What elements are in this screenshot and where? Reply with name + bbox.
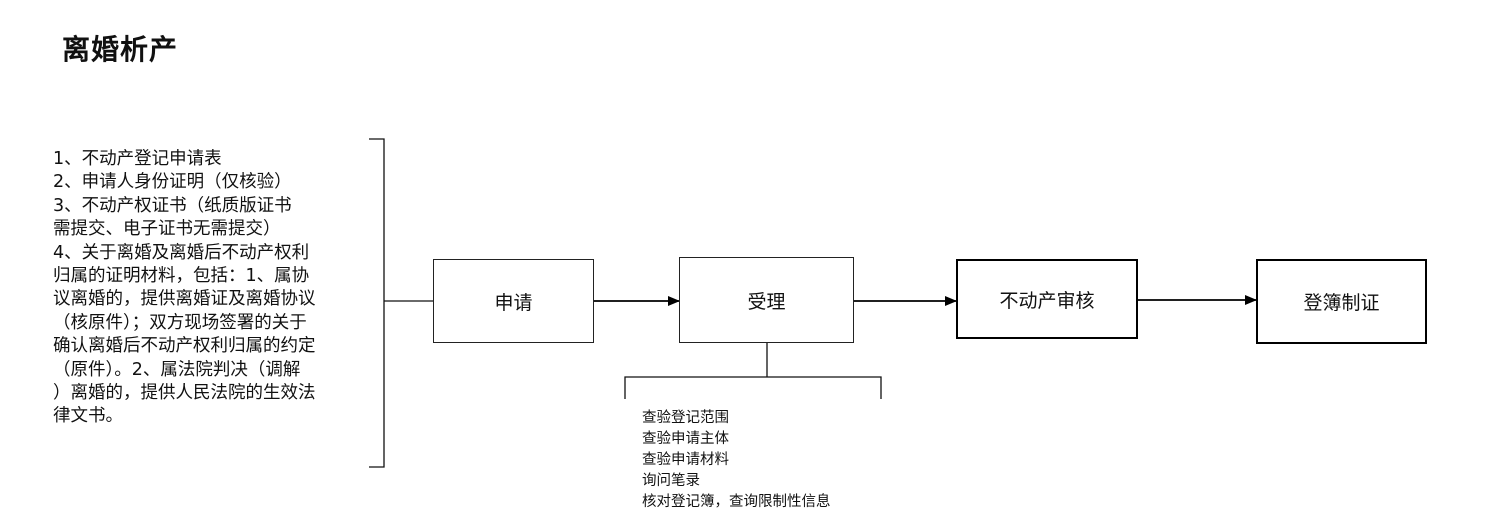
materials-line: 确认离婚后不动产权利归属的约定 (53, 336, 316, 357)
materials-brace (369, 138, 385, 468)
materials-line: （核原件）；双方现场签署的关于 (53, 312, 307, 333)
materials-line: 1、不动产登记申请表 (53, 149, 222, 169)
materials-line: ）离婚的，提供人民法院的生效法 (53, 383, 316, 404)
acceptance-checks-list: 查验登记范围 查验申请主体 查验申请材料 询问笔录 核对登记簿，查询限制性信息 (642, 408, 831, 513)
step-apply: 申请 (433, 259, 594, 343)
step-accept: 受理 (679, 257, 854, 343)
materials-line: 议离婚的，提供离婚证及离婚协议 (53, 289, 316, 310)
step-review: 不动产审核 (956, 259, 1138, 339)
materials-line: 3、不动产权证书（纸质版证书 (53, 195, 292, 216)
materials-line: 律文书。 (53, 406, 123, 427)
diagram-title: 离婚析产 (62, 33, 179, 66)
checks-line: 查验申请材料 (642, 452, 729, 468)
required-materials-list: 1、不动产登记申请表 2、申请人身份证明（仅核验） 3、不动产权证书（纸质版证书… (53, 148, 338, 429)
checks-bracket (624, 376, 882, 399)
materials-line: （原件）。2、属法院判决（调解 (53, 359, 301, 380)
materials-line: 2、申请人身份证明（仅核验） (53, 172, 292, 193)
checks-line: 询问笔录 (642, 473, 700, 489)
checks-line: 核对登记簿，查询限制性信息 (642, 494, 831, 510)
materials-line: 需提交、电子证书无需提交） (53, 219, 281, 240)
checks-line: 查验登记范围 (642, 410, 729, 426)
checks-line: 查验申请主体 (642, 431, 729, 447)
materials-line: 4、关于离婚及离婚后不动产权利 (53, 242, 310, 263)
materials-line: 归属的证明材料，包括：1、属协 (53, 266, 310, 287)
step-register: 登簿制证 (1256, 259, 1427, 344)
